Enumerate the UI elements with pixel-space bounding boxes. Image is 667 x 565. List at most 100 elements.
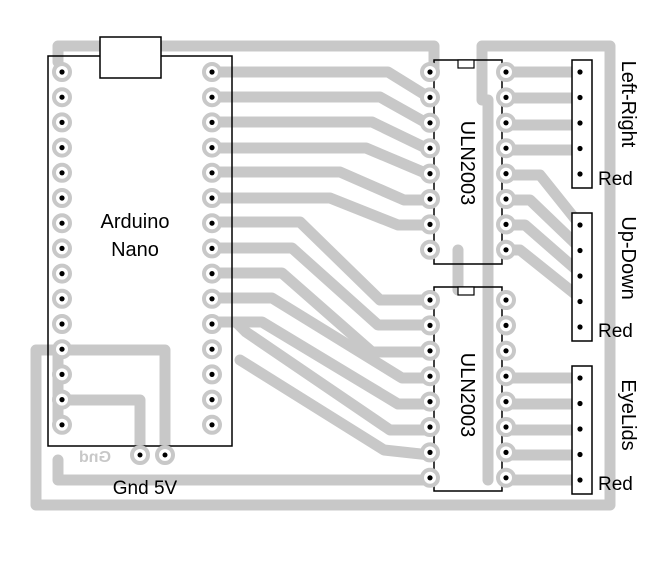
nano-pad: [52, 238, 72, 259]
driver-pad: [420, 214, 440, 235]
nano-pad: [52, 263, 72, 284]
trace-n2: [206, 91, 436, 131]
nano-pad: [202, 389, 222, 410]
driver-pad: [496, 340, 516, 361]
connector-pad: [577, 426, 583, 432]
trace-n7: [206, 216, 436, 306]
driver-pad: [496, 366, 516, 387]
trace-bottom-loop: [52, 454, 440, 486]
driver-pad: [420, 189, 440, 209]
driver-pad: [420, 467, 440, 488]
usb-connector: [99, 36, 162, 79]
trace-n12: [230, 316, 436, 436]
driver-pad: [420, 366, 440, 387]
trace-n13: [234, 354, 436, 461]
driver-pad: [420, 62, 440, 82]
nano-pad: [202, 238, 222, 259]
nano-pad: [52, 414, 72, 435]
driver-pad: [496, 315, 516, 336]
arduino-label-line1: Arduino: [101, 211, 170, 233]
nano-pad: [202, 213, 222, 234]
driver-pad: [420, 417, 440, 437]
trace-top-frame: [52, 40, 440, 76]
driver-pad: [496, 189, 516, 209]
uln2003-top-notch: [457, 59, 475, 69]
trace-n10: [206, 292, 436, 384]
uln2003-bottom-notch: [457, 286, 475, 296]
connector-pad: [577, 69, 583, 75]
uln2003-bottom-pads: [420, 290, 516, 488]
nano-pad: [52, 389, 72, 410]
trace-n6: [206, 192, 436, 231]
label-left-right: Left-Right: [617, 61, 639, 148]
trace-n5: [206, 166, 436, 206]
uln2003-top-pads: [420, 62, 516, 260]
nano-pad: [52, 112, 72, 133]
driver-pad: [496, 214, 516, 235]
driver-pad: [496, 239, 516, 260]
arduino-nano-footprint: Arduino Nano: [47, 36, 233, 447]
nano-pads-right: [202, 62, 222, 435]
trace-n9: [206, 267, 436, 358]
nano-pad: [202, 162, 222, 183]
trace-layer: [30, 40, 616, 511]
driver-pad: [420, 163, 440, 184]
driver-pad: [420, 340, 440, 361]
connector-pad: [577, 324, 583, 330]
connector-pad: [577, 171, 583, 177]
nano-pad: [52, 213, 72, 234]
nano-pad: [202, 288, 222, 309]
uln2003-bottom: ULN2003: [420, 286, 516, 492]
connector-pad: [577, 120, 583, 126]
connector-pad: [577, 145, 583, 152]
trace-n3: [206, 116, 436, 156]
label-up-down: Up-Down: [617, 216, 639, 299]
driver-pad: [420, 290, 440, 310]
nano-pad: [202, 314, 222, 334]
driver-pad: [496, 163, 516, 184]
driver-pad: [496, 138, 516, 159]
connector-pads: [577, 69, 583, 483]
driver-pad: [496, 290, 516, 310]
trace-o5: [500, 169, 586, 231]
connector-pad: [577, 451, 583, 458]
uln2003-bottom-label: ULN2003: [456, 353, 478, 438]
nano-pad: [202, 263, 222, 284]
nano-pad: [52, 288, 72, 309]
nano-pad: [202, 414, 222, 435]
label-eyelids: EyeLids: [617, 379, 639, 450]
nano-pad: [52, 137, 72, 158]
driver-pad: [420, 87, 440, 108]
trace-right-frame: [30, 40, 616, 511]
nano-pad: [52, 364, 72, 385]
nano-pads-left: [52, 62, 72, 435]
nano-pad: [202, 112, 222, 133]
trace-n8: [206, 242, 436, 331]
power-header: Gnd Gnd 5V: [79, 445, 178, 499]
driver-pad: [496, 417, 516, 437]
driver-pad: [496, 467, 516, 488]
uln2003-top: ULN2003: [420, 59, 516, 265]
nano-pad: [202, 62, 222, 82]
vcc-pad: [155, 445, 175, 465]
nano-pad: [52, 87, 72, 108]
driver-pad: [420, 442, 440, 463]
nano-pad: [52, 62, 72, 82]
driver-pad: [496, 442, 516, 463]
driver-pad: [496, 112, 516, 133]
silk-mirrored-gnd: Gnd: [79, 449, 111, 466]
gnd-pad: [130, 445, 150, 465]
power-label: Gnd 5V: [113, 478, 178, 499]
connector-pad: [577, 400, 583, 407]
connector-pad: [577, 298, 583, 305]
connector-pad: [577, 247, 583, 254]
nano-pad: [202, 339, 222, 360]
driver-pad: [420, 112, 440, 133]
red-label-2: Red: [598, 321, 633, 342]
red-label-1: Red: [598, 169, 633, 190]
driver-pad: [420, 315, 440, 336]
red-label-3: Red: [598, 474, 633, 495]
uln2003-top-label: ULN2003: [456, 121, 478, 206]
nano-pad: [202, 188, 222, 208]
